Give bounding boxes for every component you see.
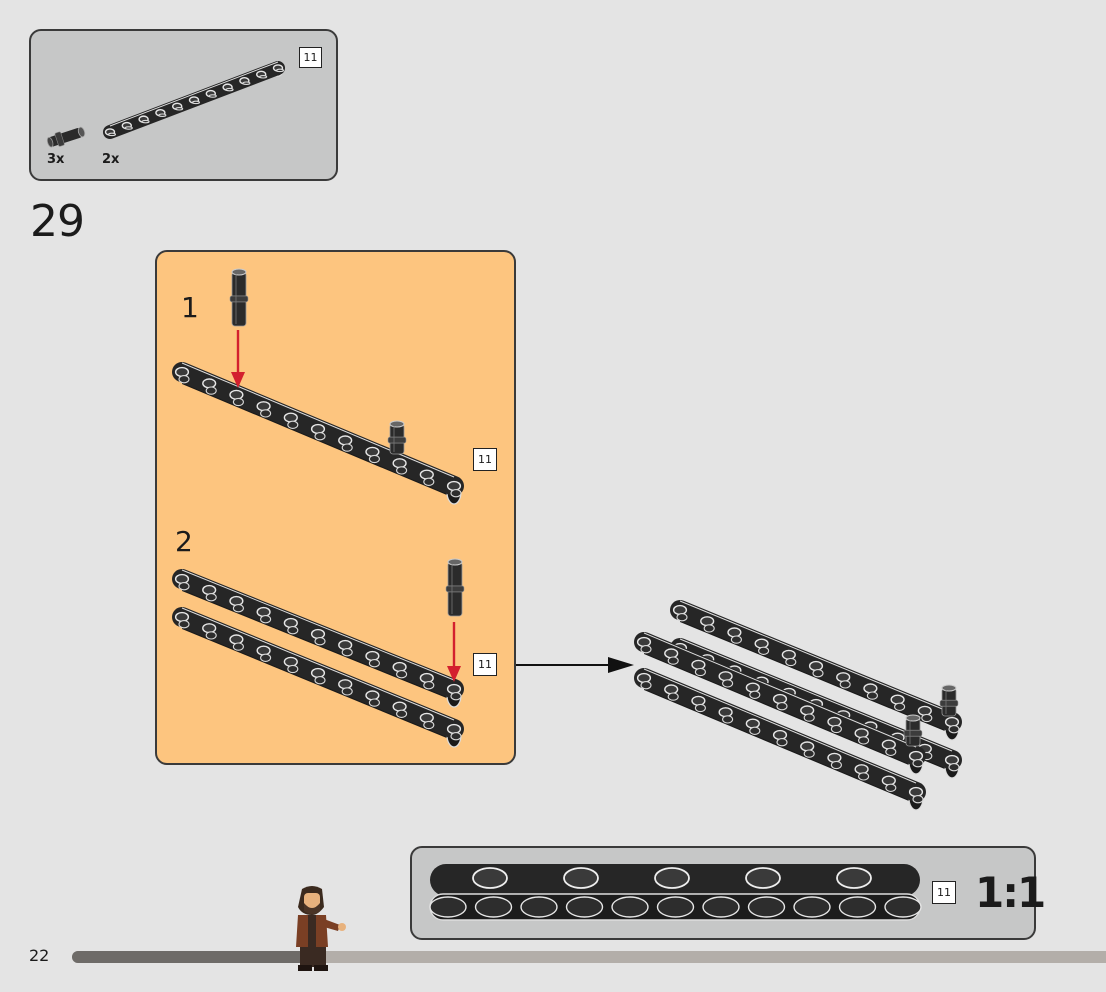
substep-1-installed-pin-icon <box>387 420 407 455</box>
substep-1-length-badge: 11 <box>473 448 497 471</box>
substep-1-pin-icon <box>229 268 249 327</box>
pin-icon <box>46 126 86 148</box>
substep-1-beam <box>172 362 464 505</box>
substep-2-beams <box>172 569 464 748</box>
progress-bar-fill <box>72 951 311 963</box>
scale-ratio: 1:1 <box>975 868 1046 917</box>
assembled-beams <box>634 600 962 811</box>
assembly-arrow <box>516 657 634 673</box>
substep-2-length-badge: 11 <box>473 653 497 676</box>
beam-icon <box>103 61 285 139</box>
beam-quantity: 2x <box>102 152 120 167</box>
substep-2-number: 2 <box>175 525 193 558</box>
substep-2-red-arrow <box>447 622 461 682</box>
beam-length-badge: 11 <box>299 47 322 68</box>
pin-quantity: 3x <box>47 152 65 167</box>
substep-1-number: 1 <box>181 291 199 324</box>
substep-1-red-arrow <box>231 330 245 388</box>
page-number: 22 <box>29 946 50 965</box>
substep-2-pin-icon <box>445 558 465 617</box>
scale-length-badge: 11 <box>932 881 956 904</box>
scale-beam <box>429 864 922 921</box>
progress-bar-track <box>72 951 1106 963</box>
step-number: 29 <box>30 196 85 247</box>
minifigure-icon <box>296 886 346 971</box>
